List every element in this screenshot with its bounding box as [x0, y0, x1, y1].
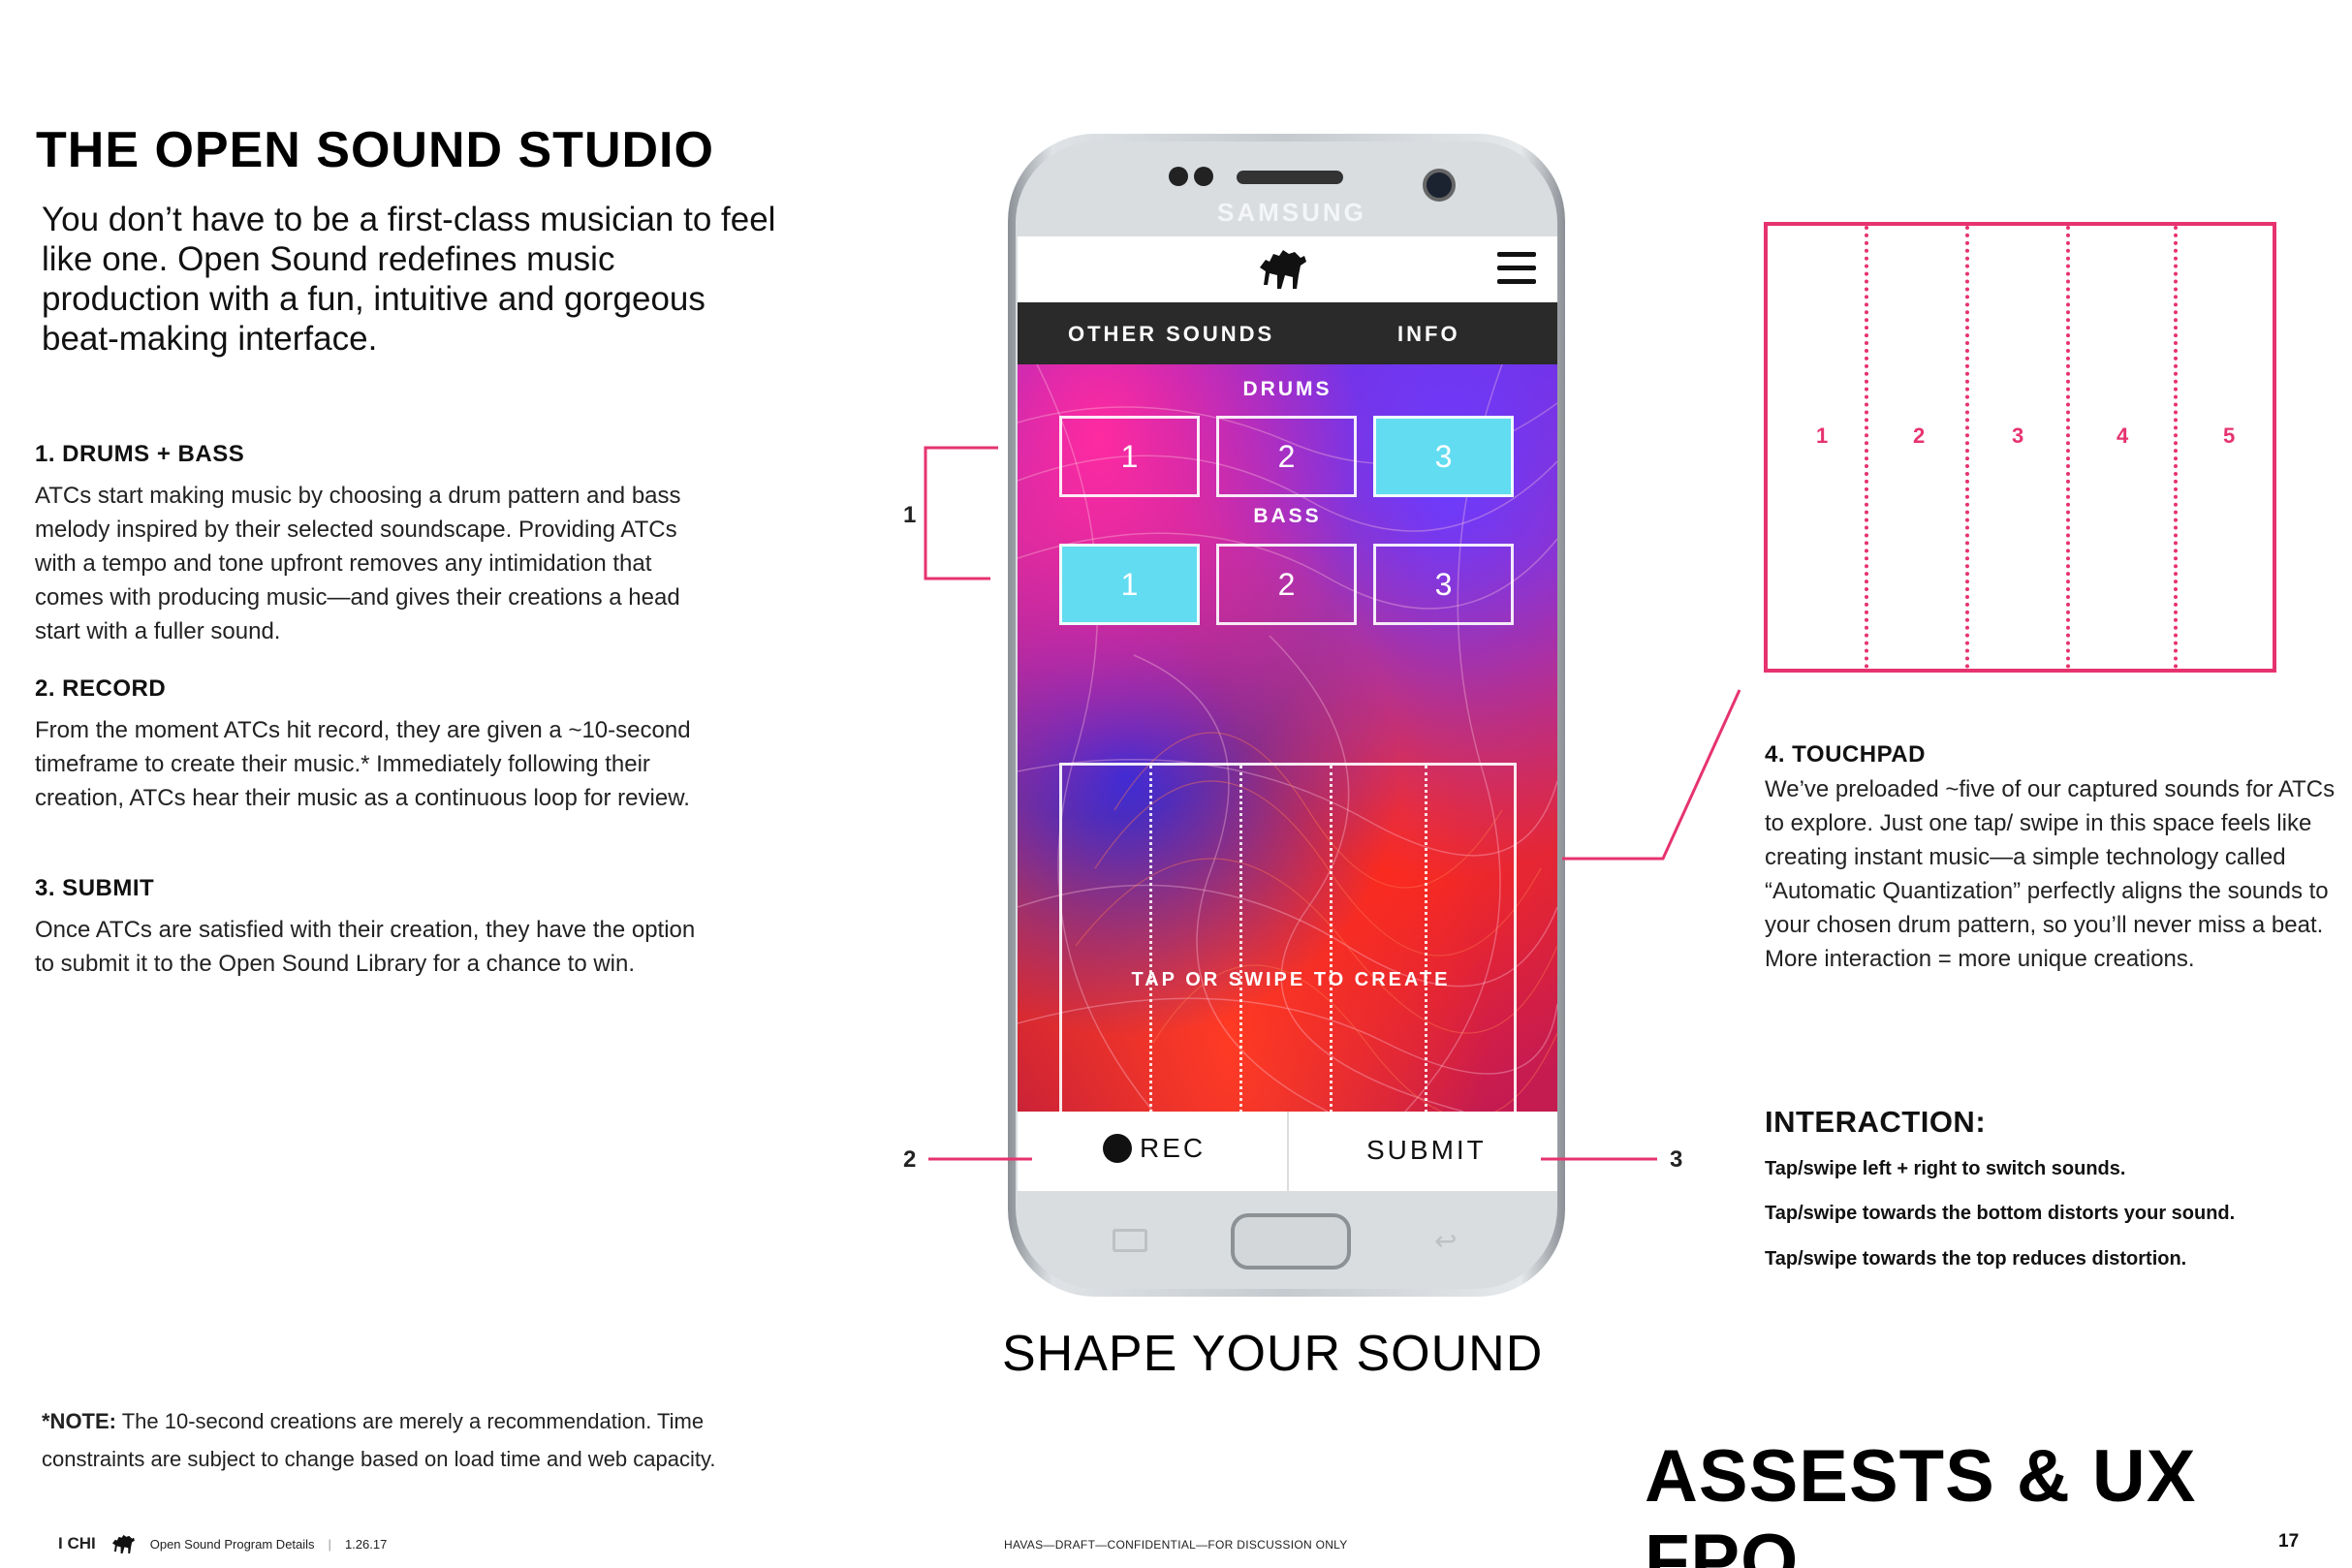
earpiece-speaker — [1237, 171, 1343, 184]
section-heading-submit: 3. SUBMIT — [35, 875, 155, 901]
drum-pad-3[interactable]: 3 — [1373, 416, 1514, 497]
footnote-text: The 10-second creations are merely a rec… — [42, 1409, 716, 1471]
drum-pad-1[interactable]: 1 — [1059, 416, 1200, 497]
footnote-label: *NOTE: — [42, 1409, 116, 1433]
record-submit-bar: REC SUBMIT — [1018, 1112, 1557, 1191]
touchpad-divider — [1149, 766, 1152, 1189]
page-number: 17 — [2278, 1531, 2300, 1552]
interaction-heading: INTERACTION: — [1765, 1105, 1987, 1139]
sensor-dot — [1194, 167, 1213, 186]
hamburger-menu-icon[interactable] — [1497, 250, 1536, 287]
rec-button[interactable]: REC — [1103, 1133, 1206, 1164]
zone-divider — [2066, 226, 2070, 669]
callout-number-2: 2 — [903, 1146, 917, 1173]
callout-number-3: 3 — [1670, 1146, 1683, 1173]
assets-ux-title: ASSESTS & UX FPO — [1645, 1435, 2197, 1568]
drum-pad-2[interactable]: 2 — [1216, 416, 1357, 497]
nav-other-sounds[interactable]: OTHER SOUNDS — [1068, 322, 1275, 346]
back-icon: ↩ — [1434, 1226, 1458, 1256]
footer-left: I CHI Open Sound Program Details | 1.26.… — [58, 1533, 387, 1554]
zone-number-5: 5 — [2223, 423, 2236, 448]
camel-logo-icon — [111, 1534, 135, 1554]
shape-your-sound-title: SHAPE YOUR SOUND — [1002, 1326, 1544, 1382]
nav-info[interactable]: INFO — [1397, 322, 1460, 346]
bass-pad-2[interactable]: 2 — [1216, 544, 1357, 625]
phone-brand: SAMSUNG — [1217, 198, 1366, 227]
footer-confidential: HAVAS—DRAFT—CONFIDENTIAL—FOR DISCUSSION … — [1004, 1538, 1348, 1552]
bass-pad-1[interactable]: 1 — [1059, 544, 1200, 625]
touchpad-area[interactable]: TAP OR SWIPE TO CREATE — [1059, 763, 1517, 1191]
touchpad-divider — [1330, 766, 1333, 1189]
intro-paragraph: You don’t have to be a first-class music… — [42, 201, 776, 358]
touchpad-body: We’ve preloaded ~five of our captured so… — [1765, 776, 2336, 972]
callout-bracket-1 — [924, 446, 998, 580]
zone-number-4: 4 — [2117, 423, 2129, 448]
section-heading-drums-bass: 1. DRUMS + BASS — [35, 441, 245, 467]
recent-apps-icon — [1113, 1229, 1147, 1252]
footer-separator: | — [328, 1536, 331, 1552]
section-body-submit: Once ATCs are satisfied with their creat… — [35, 917, 696, 977]
zone-divider — [1965, 226, 1969, 669]
callout-line-4 — [1562, 689, 1741, 861]
touchpad-heading: 4. TOUCHPAD — [1765, 741, 1926, 768]
section-body-record: From the moment ATCs hit record, they ar… — [35, 717, 691, 811]
record-dot-icon — [1103, 1134, 1132, 1163]
sensor-dot — [1169, 167, 1188, 186]
footer-brand: I CHI — [58, 1534, 96, 1552]
footer-doc: Open Sound Program Details — [149, 1536, 315, 1552]
touchpad-zone-diagram: 1 2 3 4 5 — [1764, 222, 2276, 673]
page-title: THE OPEN SOUND STUDIO — [36, 122, 714, 178]
app-nav-bar: OTHER SOUNDS INFO — [1018, 302, 1557, 364]
section-body-drums-bass: ATCs start making music by choosing a dr… — [35, 483, 681, 644]
zone-number-1: 1 — [1816, 423, 1829, 448]
footnote: *NOTE: The 10-second creations are merel… — [42, 1402, 759, 1478]
zone-number-2: 2 — [1913, 423, 1926, 448]
home-button — [1231, 1213, 1351, 1270]
drums-label: DRUMS — [1242, 378, 1333, 400]
interaction-line: Tap/swipe towards the top reduces distor… — [1765, 1248, 2187, 1270]
bar-divider — [1287, 1112, 1289, 1191]
bass-pad-3[interactable]: 3 — [1373, 544, 1514, 625]
phone-screen: OTHER SOUNDS INFO D — [1018, 236, 1557, 1191]
app-header — [1018, 236, 1557, 302]
touchpad-divider — [1425, 766, 1427, 1189]
touchpad-divider — [1239, 766, 1242, 1189]
rec-label: REC — [1140, 1133, 1207, 1163]
touchpad-label: TAP OR SWIPE TO CREATE — [1131, 969, 1451, 990]
zone-divider — [2174, 226, 2178, 669]
zone-divider — [1865, 226, 1868, 669]
camel-logo-icon — [1260, 250, 1306, 289]
interaction-line: Tap/swipe left + right to switch sounds. — [1765, 1158, 2126, 1179]
callout-number-1: 1 — [903, 502, 917, 528]
footer-date: 1.26.17 — [344, 1536, 388, 1552]
submit-button[interactable]: SUBMIT — [1366, 1135, 1487, 1165]
section-heading-record: 2. RECORD — [35, 675, 167, 702]
zone-number-3: 3 — [2012, 423, 2024, 448]
front-camera — [1423, 169, 1456, 202]
interaction-line: Tap/swipe towards the bottom distorts yo… — [1765, 1203, 2236, 1224]
bass-label: BASS — [1253, 505, 1322, 527]
